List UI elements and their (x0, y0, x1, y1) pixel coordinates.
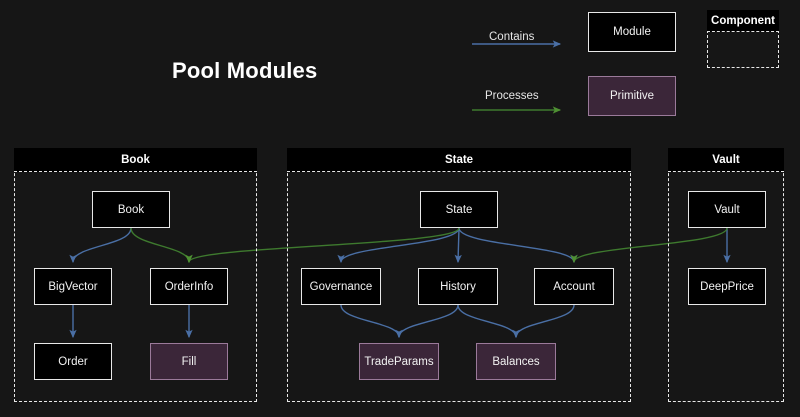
node-label-account: Account (553, 280, 595, 293)
cluster-book: Book (14, 148, 257, 402)
cluster-vault: Vault (668, 148, 784, 402)
node-history[interactable]: History (418, 268, 498, 305)
cluster-title-vault: Vault (712, 153, 740, 166)
cluster-title-book: Book (121, 153, 150, 166)
legend-processes-label: Processes (485, 90, 539, 102)
node-label-fill: Fill (181, 355, 197, 368)
node-label-bigvector: BigVector (48, 280, 98, 293)
cluster-header-book: Book (14, 148, 257, 172)
node-label-state-node: State (445, 203, 473, 216)
legend-component-header: Component (707, 10, 779, 32)
node-label-book-node: Book (117, 203, 145, 216)
page-title: Pool Modules (172, 58, 318, 83)
node-orderinfo[interactable]: OrderInfo (150, 268, 228, 305)
node-account[interactable]: Account (534, 268, 614, 305)
node-governance[interactable]: Governance (301, 268, 381, 305)
node-order[interactable]: Order (34, 343, 112, 380)
node-label-deepprice: DeepPrice (700, 280, 754, 293)
node-state-node[interactable]: State (420, 191, 498, 228)
legend-module-box: Module (588, 12, 676, 52)
legend-component-label: Component (711, 14, 775, 27)
node-label-vault-node: Vault (714, 203, 740, 216)
cluster-header-vault: Vault (668, 148, 784, 172)
node-label-tradeparams: TradeParams (364, 355, 434, 368)
legend-component-box: Component (707, 10, 779, 68)
node-label-order: Order (58, 355, 88, 368)
node-label-orderinfo: OrderInfo (164, 280, 214, 293)
cluster-state: State (287, 148, 631, 402)
cluster-title-state: State (444, 153, 474, 166)
legend-primitive-label: Primitive (609, 90, 655, 102)
node-bigvector[interactable]: BigVector (34, 268, 112, 305)
legend-contains-label: Contains (489, 31, 535, 43)
legend-module-label: Module (613, 26, 651, 38)
node-label-history: History (440, 280, 476, 293)
node-deepprice[interactable]: DeepPrice (688, 268, 766, 305)
node-balances[interactable]: Balances (476, 343, 556, 380)
cluster-header-state: State (287, 148, 631, 172)
node-book-node[interactable]: Book (92, 191, 170, 228)
node-fill[interactable]: Fill (150, 343, 228, 380)
node-label-balances: Balances (492, 355, 540, 368)
legend-primitive-box: Primitive (588, 76, 676, 116)
node-tradeparams[interactable]: TradeParams (359, 343, 439, 380)
node-vault-node[interactable]: Vault (688, 191, 766, 228)
node-label-governance: Governance (309, 280, 373, 293)
